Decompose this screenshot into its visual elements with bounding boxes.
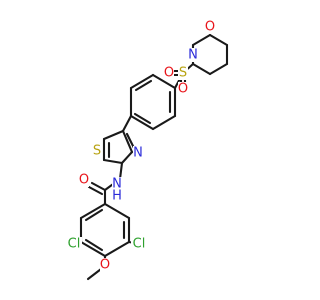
bond	[133, 112, 152, 125]
bond	[151, 73, 177, 90]
atom-label-o-sulfonyl-right: O	[178, 82, 188, 97]
bond	[125, 132, 136, 150]
atom-label-background	[133, 146, 143, 160]
bond	[121, 129, 134, 154]
atom-label-s-sulfonyl: S	[179, 66, 187, 81]
atom-label-background	[100, 258, 110, 272]
bond	[87, 185, 104, 196]
bond	[134, 79, 153, 92]
atom-label-background	[112, 177, 122, 191]
bond	[191, 33, 212, 47]
atom-label-background	[79, 173, 89, 187]
bond	[84, 238, 104, 252]
bond	[129, 73, 155, 90]
atom-label-background	[164, 66, 174, 80]
bond	[208, 62, 229, 76]
atom-label-o-carbonyl: O	[79, 173, 89, 188]
atom-label-background	[205, 20, 215, 34]
bond	[84, 208, 104, 222]
bond	[79, 240, 107, 258]
bond	[129, 114, 155, 131]
atom-label-cl-left: Cl	[68, 237, 81, 252]
bond	[151, 114, 177, 131]
atom-label-background	[188, 48, 198, 62]
atom-label-o-sulfonyl-left: O	[164, 66, 174, 81]
atom-label-background	[66, 237, 82, 251]
bond	[102, 158, 124, 165]
atom-label-background	[112, 189, 122, 203]
atom-label-o-methoxy: O	[100, 258, 110, 273]
bond	[118, 161, 124, 181]
atom-label-background	[178, 82, 188, 96]
bond	[103, 202, 131, 220]
atom-label-n-thiazole: N	[133, 146, 143, 161]
atom-label-h-amide: H	[112, 189, 122, 204]
atom-label-s-thiazole: S	[93, 144, 101, 159]
bond	[191, 62, 212, 76]
atom-label-background	[92, 144, 102, 158]
bond	[103, 240, 131, 258]
atom-label-background	[131, 237, 147, 251]
atom-label-n-amide: N	[112, 177, 122, 192]
bond	[121, 114, 133, 133]
bond	[102, 129, 125, 141]
atom-label-o-morph: O	[205, 20, 215, 35]
atom-label-cl-right: Cl	[133, 237, 146, 252]
bond	[208, 33, 229, 47]
bond	[120, 150, 134, 165]
atom-label-n-morph: N	[188, 48, 198, 63]
atom-label-background	[178, 66, 188, 80]
bond	[90, 181, 107, 192]
bond	[79, 202, 107, 220]
